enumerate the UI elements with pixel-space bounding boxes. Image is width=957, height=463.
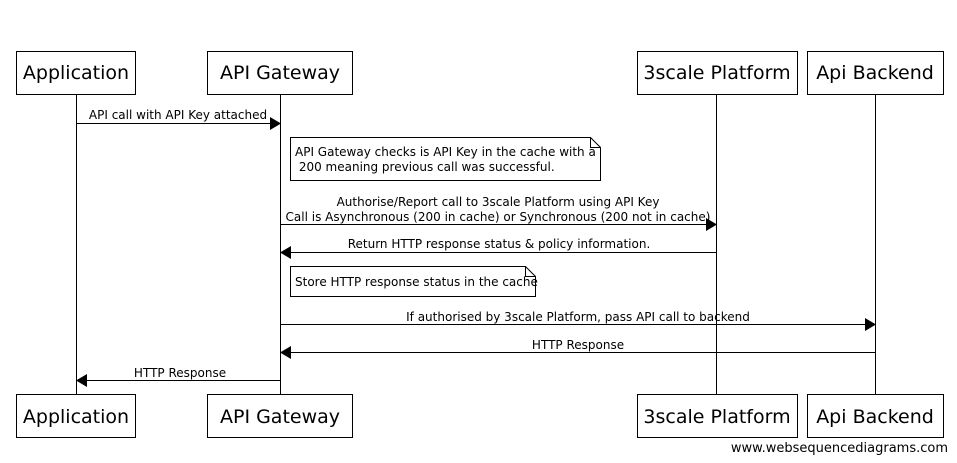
note-text-line: 200 meaning previous call was successful… bbox=[295, 160, 555, 174]
message-label: Call is Asynchronous (200 in cache) or S… bbox=[286, 210, 711, 224]
actor-top-backend: Api Backend bbox=[807, 51, 944, 95]
message-label: Return HTTP response status & policy inf… bbox=[348, 237, 651, 251]
actor-top-application: Application bbox=[16, 51, 136, 95]
message-return-status: Return HTTP response status & policy inf… bbox=[280, 237, 716, 259]
actor-label-application: Application bbox=[23, 406, 129, 428]
note-store-status: Store HTTP response status in the cache bbox=[290, 266, 538, 297]
actor-label-application: Application bbox=[23, 62, 129, 84]
arrowhead-icon bbox=[280, 346, 291, 359]
message-label: Authorise/Report call to 3scale Platform… bbox=[337, 195, 660, 209]
actor-label-platform: 3scale Platform bbox=[643, 406, 790, 428]
message-label: If authorised by 3scale Platform, pass A… bbox=[406, 310, 750, 324]
message-authorise-report: Authorise/Report call to 3scale Platform… bbox=[281, 195, 717, 231]
message-api-call: API call with API Key attached bbox=[77, 108, 281, 130]
note-text-line: API Gateway checks is API Key in the cac… bbox=[295, 145, 596, 159]
message-pass-to-backend: If authorised by 3scale Platform, pass A… bbox=[281, 310, 876, 331]
watermark-link[interactable]: www.websequencediagrams.com bbox=[731, 441, 948, 456]
arrowhead-icon bbox=[706, 218, 717, 231]
actor-label-backend: Api Backend bbox=[816, 62, 934, 84]
message-label: API call with API Key attached bbox=[89, 108, 267, 122]
actor-bottom-application: Application bbox=[16, 394, 136, 438]
actor-bottom-gateway: API Gateway bbox=[207, 394, 353, 438]
message-label: HTTP Response bbox=[532, 338, 624, 352]
message-label: HTTP Response bbox=[134, 366, 226, 380]
note-text-line: Store HTTP response status in the cache bbox=[295, 275, 538, 289]
message-backend-response: HTTP Response bbox=[280, 338, 875, 359]
actor-top-gateway: API Gateway bbox=[207, 51, 353, 95]
arrowhead-icon bbox=[865, 318, 876, 331]
actor-label-backend: Api Backend bbox=[816, 406, 934, 428]
actor-label-gateway: API Gateway bbox=[220, 406, 340, 428]
actor-top-platform: 3scale Platform bbox=[637, 51, 798, 95]
actor-label-platform: 3scale Platform bbox=[643, 62, 790, 84]
actor-bottom-backend: Api Backend bbox=[807, 394, 944, 438]
message-gateway-response: HTTP Response bbox=[76, 366, 280, 387]
actor-label-gateway: API Gateway bbox=[220, 62, 340, 84]
arrowhead-icon bbox=[280, 246, 291, 259]
actor-bottom-platform: 3scale Platform bbox=[637, 394, 798, 438]
note-cache-check: API Gateway checks is API Key in the cac… bbox=[290, 137, 601, 181]
arrowhead-icon bbox=[270, 117, 281, 130]
arrowhead-icon bbox=[76, 374, 87, 387]
